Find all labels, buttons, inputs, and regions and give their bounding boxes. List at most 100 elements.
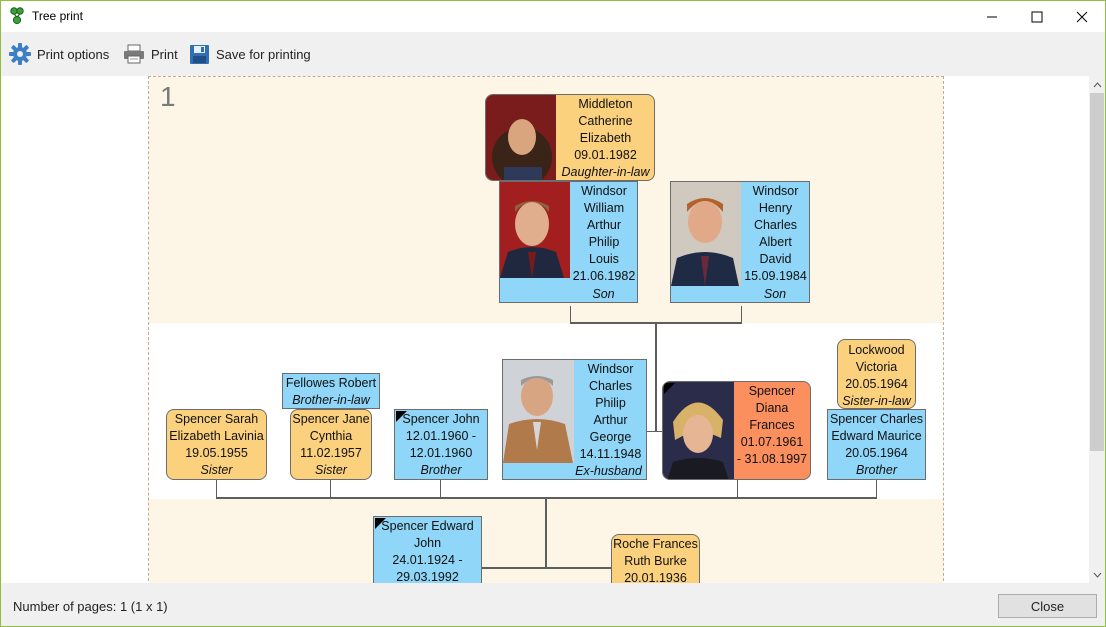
person-line: Ruth Burke	[624, 554, 687, 568]
connector-line	[545, 499, 547, 569]
connector-line	[216, 497, 877, 499]
person-card-spencer-edward[interactable]: Spencer Edward John 24.01.1924 - 29.03.1…	[373, 516, 482, 583]
scroll-down-button[interactable]	[1089, 566, 1105, 583]
close-icon	[1076, 11, 1088, 22]
person-line: Philip	[595, 396, 626, 410]
person-line: Spencer	[748, 384, 796, 398]
deceased-marker	[664, 383, 675, 394]
person-card-spencer-jane[interactable]: Spencer Jane Cynthia 11.02.1957 Sister	[290, 409, 372, 480]
connector-line	[655, 323, 657, 432]
person-line: Arthur	[593, 413, 628, 427]
person-line: Spencer Jane	[292, 412, 370, 426]
person-line: George	[589, 430, 632, 444]
person-card-windsor-henry[interactable]: Windsor Henry Charles Albert David 15.09…	[670, 181, 810, 303]
person-line: Louis	[589, 252, 619, 266]
person-line: Arthur	[586, 218, 622, 232]
print-button[interactable]: Print	[123, 41, 178, 67]
person-card-spencer-sarah[interactable]: Spencer Sarah Elizabeth Lavinia 19.05.19…	[166, 409, 267, 480]
person-line: 11.02.1957	[300, 446, 362, 460]
person-line: Windsor	[581, 184, 627, 198]
page-count-status: Number of pages: 1 (1 x 1)	[13, 599, 168, 614]
person-line: Elizabeth	[579, 131, 632, 145]
person-card-windsor-william[interactable]: Windsor William Arthur Philip Louis 21.0…	[499, 181, 638, 303]
person-line: Elizabeth Lavinia	[169, 429, 264, 443]
person-line: 19.05.1955	[185, 446, 248, 460]
portrait-photo	[500, 182, 570, 278]
person-card-fellowes-robert[interactable]: Fellowes Robert Brother-in-law	[282, 373, 380, 409]
person-line: William	[583, 201, 625, 215]
connector-line	[330, 479, 331, 497]
connector-line	[440, 479, 441, 497]
chevron-down-icon	[1093, 572, 1101, 578]
relation-label: Son	[763, 287, 787, 301]
person-card-windsor-charles[interactable]: Windsor Charles Philip Arthur George 14.…	[502, 359, 647, 480]
person-line: 15.09.1984	[744, 269, 807, 283]
close-window-button[interactable]	[1059, 1, 1105, 32]
connector-line	[737, 479, 738, 497]
relation-label: Brother	[420, 463, 462, 477]
person-line: 14.11.1948	[579, 447, 642, 461]
print-page: 1 Mid	[148, 76, 944, 583]
person-card-lockwood-victoria[interactable]: Lockwood Victoria 20.05.1964 Sister-in-l…	[837, 339, 916, 409]
person-line: Fellowes Robert	[285, 376, 377, 390]
person-line: Windsor	[752, 184, 799, 198]
connector-line	[570, 306, 571, 322]
window-title: Tree print	[32, 9, 83, 23]
person-line: Spencer Charles	[829, 412, 924, 426]
person-line: Charles	[753, 218, 798, 232]
minimize-icon	[987, 16, 997, 17]
relation-label: Ex-husband	[575, 464, 642, 478]
title-bar: Tree print	[1, 1, 1105, 32]
person-card-spencer-john[interactable]: Spencer John 12.01.1960 - 12.01.1960 Bro…	[394, 409, 488, 480]
person-line: Catherine	[578, 114, 633, 128]
connector-line	[876, 479, 877, 497]
save-for-printing-label: Save for printing	[216, 46, 311, 62]
scrollbar-thumb[interactable]	[1090, 93, 1104, 451]
person-card-spencer-charles[interactable]: Spencer Charles Edward Maurice 20.05.196…	[827, 409, 926, 480]
person-line: 12.01.1960	[409, 446, 473, 460]
connector-line	[741, 306, 742, 322]
save-for-printing-button[interactable]: Save for printing	[189, 41, 311, 67]
person-line: Edward Maurice	[831, 429, 922, 443]
scroll-up-button[interactable]	[1089, 76, 1105, 93]
portrait-photo	[671, 182, 741, 286]
portrait-photo	[486, 95, 556, 180]
person-line: Henry	[758, 201, 793, 215]
toolbar: Print options Print Save for printing	[1, 32, 1105, 76]
person-line: Charles	[588, 379, 633, 393]
portrait-photo	[503, 360, 574, 463]
app-icon	[10, 7, 24, 25]
printer-icon	[124, 44, 144, 64]
maximize-icon	[1031, 11, 1043, 22]
person-card-roche-frances[interactable]: Roche Frances Ruth Burke 20.01.1936	[611, 534, 700, 583]
person-line: 01.07.1961	[740, 435, 804, 449]
person-line: Middleton	[578, 97, 633, 111]
person-line: 24.01.1924 -	[392, 553, 463, 567]
relation-label: Sister	[315, 463, 347, 477]
minimize-button[interactable]	[969, 1, 1015, 32]
gear-icon	[9, 43, 31, 65]
relation-label: Sister	[200, 463, 233, 477]
relation-label: Son	[592, 287, 615, 301]
person-line: 21.06.1982	[572, 269, 636, 283]
maximize-button[interactable]	[1014, 1, 1060, 32]
chevron-up-icon	[1093, 81, 1101, 87]
person-line: - 31.08.1997	[736, 452, 808, 466]
person-card-middleton-catherine[interactable]: Middleton Catherine Elizabeth 09.01.1982…	[485, 94, 655, 181]
person-line: Philip	[588, 235, 620, 249]
relation-label: Brother-in-law	[292, 393, 370, 407]
connector-line	[482, 567, 612, 569]
person-line: 20.01.1936	[624, 571, 687, 583]
person-line: Cynthia	[309, 429, 353, 443]
deceased-marker	[375, 518, 386, 529]
vertical-scrollbar[interactable]	[1089, 76, 1105, 583]
person-line: Windsor	[587, 362, 634, 376]
print-options-button[interactable]: Print options	[9, 41, 109, 67]
deceased-marker	[396, 411, 407, 422]
close-button[interactable]: Close	[998, 594, 1097, 618]
person-line: 20.05.1964	[845, 377, 908, 391]
print-preview-area[interactable]: 1 Mid	[1, 76, 1089, 583]
print-label: Print	[151, 46, 178, 62]
person-card-spencer-diana[interactable]: Spencer Diana Frances 01.07.1961 - 31.08…	[662, 381, 811, 480]
